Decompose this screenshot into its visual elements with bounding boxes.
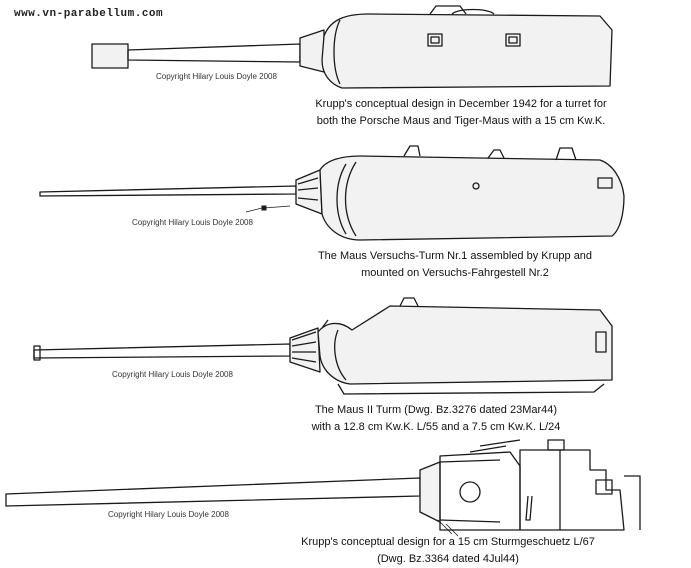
- gun-barrel-1: [127, 43, 301, 63]
- periscope-3: [321, 319, 329, 329]
- turret-body-2: [319, 155, 625, 241]
- gun-barrel-4: [5, 477, 421, 507]
- pistol-port-2: [472, 182, 480, 190]
- mantlet-line-2a: [336, 163, 347, 235]
- gun-barrel-3: [33, 343, 291, 359]
- mantlet-ribs-2: [297, 177, 319, 201]
- sight-4: [547, 439, 565, 451]
- copyright-2: Copyright Hilary Louis Doyle 2008: [132, 218, 253, 227]
- turret-drawing-3: [33, 297, 613, 395]
- port-1a: [427, 33, 443, 47]
- caption-3: The Maus II Turm (Dwg. Bz.3276 dated 23M…: [286, 402, 586, 436]
- muzzle-brake-1: [91, 43, 129, 69]
- hatch-2b: [487, 149, 505, 159]
- hatch-2a: [403, 145, 421, 157]
- turret-body-3: [317, 305, 613, 385]
- muzzle-3: [33, 345, 41, 361]
- turret-body-1: [321, 13, 613, 89]
- gun-barrel-2: [39, 185, 297, 197]
- leader-line-4: [437, 519, 459, 537]
- gun-sleeve-1: [299, 29, 325, 73]
- caption-4-line-1: Krupp's conceptual design for a 15 cm St…: [301, 536, 595, 548]
- breech-housing-4: [560, 449, 625, 531]
- caption-2-line-1: The Maus Versuchs-Turm Nr.1 assembled by…: [317, 250, 593, 262]
- block-4: [595, 479, 613, 495]
- handle-4: [525, 495, 533, 521]
- port-1b-inner: [508, 36, 518, 44]
- turret-drawing-2: [39, 145, 625, 241]
- cradle-lines-4: [439, 459, 501, 523]
- caption-3-line-2: with a 12.8 cm Kw.K. L/55 and a 7.5 cm K…: [311, 421, 561, 433]
- port-1b: [505, 33, 521, 47]
- port-2: [597, 177, 613, 189]
- mantlet-line-1: [333, 19, 341, 85]
- copyright-3: Copyright Hilary Louis Doyle 2008: [112, 370, 233, 379]
- mantlet-ribs-3: [291, 331, 317, 363]
- hatch-2c: [555, 147, 577, 161]
- caption-2-line-2: mounted on Versuchs-Fahrgestell Nr.2: [361, 267, 549, 279]
- trunnion-4: [459, 481, 481, 503]
- caption-1-line-1: Krupp's conceptual design in December 19…: [315, 98, 607, 110]
- caption-4: Krupp's conceptual design for a 15 cm St…: [280, 534, 616, 568]
- cupola-1: [451, 8, 495, 15]
- caption-3-line-1: The Maus II Turm (Dwg. Bz.3276 dated 23M…: [314, 404, 558, 416]
- breech-4: [519, 449, 561, 531]
- mantlet-line-2b: [344, 161, 357, 237]
- rear-frame-4: [624, 475, 641, 530]
- recoil-lines-4: [469, 439, 521, 453]
- turret-drawing-4: [5, 439, 641, 537]
- copyright-4: Copyright Hilary Louis Doyle 2008: [108, 510, 229, 519]
- gun-sleeve-2: [295, 169, 323, 215]
- leader-marker-2: [261, 205, 267, 211]
- caption-1: Krupp's conceptual design in December 19…: [296, 96, 626, 130]
- site-watermark: www.vn-parabellum.com: [14, 8, 164, 20]
- hatch-3: [399, 297, 419, 307]
- gun-sleeve-4: [419, 461, 441, 523]
- caption-1-line-2: both the Porsche Maus and Tiger-Maus wit…: [316, 115, 606, 127]
- copyright-1: Copyright Hilary Louis Doyle 2008: [156, 72, 277, 81]
- turret-drawing-1: [91, 5, 613, 89]
- port-3: [595, 331, 607, 353]
- port-1a-inner: [430, 36, 440, 44]
- turret-base-3: [337, 383, 605, 395]
- caption-4-line-2: (Dwg. Bz.3364 dated 4Jul44): [377, 553, 519, 565]
- caption-2: The Maus Versuchs-Turm Nr.1 assembled by…: [300, 248, 610, 282]
- leader-line-2: [245, 205, 291, 213]
- mantlet-line-3: [334, 329, 347, 381]
- gun-sleeve-3: [289, 327, 321, 373]
